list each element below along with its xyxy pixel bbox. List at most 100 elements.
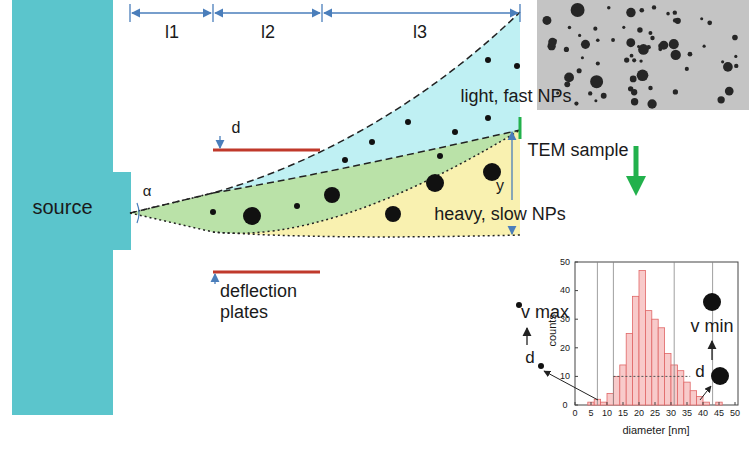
beam-edge bbox=[130, 193, 213, 213]
tick-label: 35 bbox=[682, 408, 692, 418]
region-label: light, fast NPs bbox=[460, 86, 571, 107]
source-block: source bbox=[12, 0, 113, 415]
tick-label: 15 bbox=[618, 408, 628, 418]
tick-label: 30 bbox=[560, 314, 570, 324]
small-particle bbox=[538, 363, 544, 369]
beam-edge bbox=[130, 12, 520, 213]
histogram-bar bbox=[633, 296, 639, 405]
tick bbox=[575, 405, 578, 406]
tem-particle bbox=[639, 8, 644, 13]
histogram-bar bbox=[620, 365, 626, 405]
source-nozzle bbox=[113, 172, 131, 250]
fwhm-line bbox=[613, 376, 690, 377]
tem-particle bbox=[723, 62, 733, 72]
tem-particle bbox=[639, 59, 642, 62]
tick bbox=[575, 376, 578, 377]
tick bbox=[575, 290, 578, 291]
nanoparticle bbox=[210, 209, 216, 215]
speed-arrow bbox=[526, 328, 527, 345]
histogram-bar bbox=[677, 371, 683, 405]
histogram-bar bbox=[652, 319, 658, 405]
tem-particle bbox=[637, 27, 642, 32]
tem-particle bbox=[626, 38, 635, 47]
tem-particle bbox=[548, 38, 557, 47]
dimension-arrow bbox=[132, 12, 211, 13]
tem-particle bbox=[671, 50, 681, 60]
tem-particle bbox=[577, 68, 582, 73]
tem-particle bbox=[652, 5, 656, 9]
angle-arc bbox=[137, 203, 139, 223]
deflection-arrow bbox=[511, 228, 512, 234]
tick bbox=[655, 402, 656, 405]
tem-particle bbox=[632, 58, 636, 62]
tem-particle bbox=[648, 31, 652, 35]
tick bbox=[575, 347, 578, 348]
histogram bbox=[575, 262, 738, 405]
axis-title: counts bbox=[546, 314, 559, 346]
tem-particle bbox=[596, 38, 600, 42]
tem-particle bbox=[624, 57, 629, 62]
tem-particle bbox=[590, 75, 603, 88]
tem-particle bbox=[607, 6, 611, 10]
tick bbox=[607, 402, 608, 405]
tem-particle bbox=[666, 12, 670, 16]
tem-particle bbox=[673, 89, 678, 94]
tem-particle bbox=[707, 20, 712, 25]
tem-particle bbox=[611, 38, 615, 42]
tem-particle bbox=[631, 89, 637, 95]
tem-particle bbox=[685, 67, 689, 71]
tick-label: 5 bbox=[588, 408, 593, 418]
leader-line bbox=[700, 386, 711, 400]
tem-particle bbox=[637, 69, 649, 81]
tick bbox=[735, 402, 736, 405]
deflection-label: y bbox=[496, 177, 504, 195]
tem-particle bbox=[568, 26, 571, 29]
tick-label: 10 bbox=[560, 371, 570, 381]
tem-particle bbox=[571, 3, 585, 17]
nanoparticle bbox=[405, 119, 411, 125]
large-particle bbox=[703, 293, 721, 311]
dimension-label: l2 bbox=[261, 22, 275, 43]
tem-particle bbox=[700, 17, 703, 20]
tick bbox=[623, 402, 624, 405]
flow-arrow bbox=[634, 146, 639, 186]
nanoparticle bbox=[243, 207, 261, 225]
dimension-label: l3 bbox=[413, 22, 427, 43]
beam-edge bbox=[213, 232, 520, 237]
tem-particle bbox=[578, 34, 581, 37]
tem-particle bbox=[669, 39, 679, 49]
nanoparticles bbox=[210, 57, 520, 225]
size-label: d bbox=[525, 348, 534, 368]
tem-particles bbox=[542, 3, 738, 109]
nanoparticle bbox=[452, 129, 458, 135]
axis-title: diameter [nm] bbox=[622, 424, 689, 437]
tem-particle bbox=[717, 96, 724, 103]
gap-arrow bbox=[219, 136, 220, 148]
tem-particle bbox=[596, 61, 600, 65]
histogram-bar bbox=[639, 271, 645, 405]
histogram-bar bbox=[601, 402, 607, 405]
tick-label: 40 bbox=[698, 408, 708, 418]
gap-label: d bbox=[232, 119, 241, 137]
bin-limit bbox=[613, 262, 614, 405]
tick-label: 45 bbox=[714, 408, 724, 418]
tem-particle bbox=[630, 54, 634, 58]
tem-particle bbox=[601, 93, 607, 99]
tem-particle bbox=[673, 10, 677, 14]
dimension-tick bbox=[321, 4, 322, 22]
speed-arrow bbox=[711, 341, 712, 360]
tem-particle bbox=[594, 99, 597, 102]
plate-arrow bbox=[214, 274, 215, 284]
histogram-bar bbox=[716, 402, 722, 405]
deflection-plate bbox=[213, 149, 320, 152]
nanoparticle bbox=[437, 153, 443, 159]
tick bbox=[719, 402, 720, 405]
nanoparticle bbox=[369, 139, 375, 145]
dimension-arrow bbox=[215, 12, 320, 13]
tick bbox=[671, 402, 672, 405]
tick bbox=[575, 319, 578, 320]
histogram-bar bbox=[588, 402, 594, 405]
nanoparticle bbox=[485, 115, 491, 121]
size-label: d bbox=[695, 362, 704, 382]
histogram-bar bbox=[645, 311, 651, 405]
